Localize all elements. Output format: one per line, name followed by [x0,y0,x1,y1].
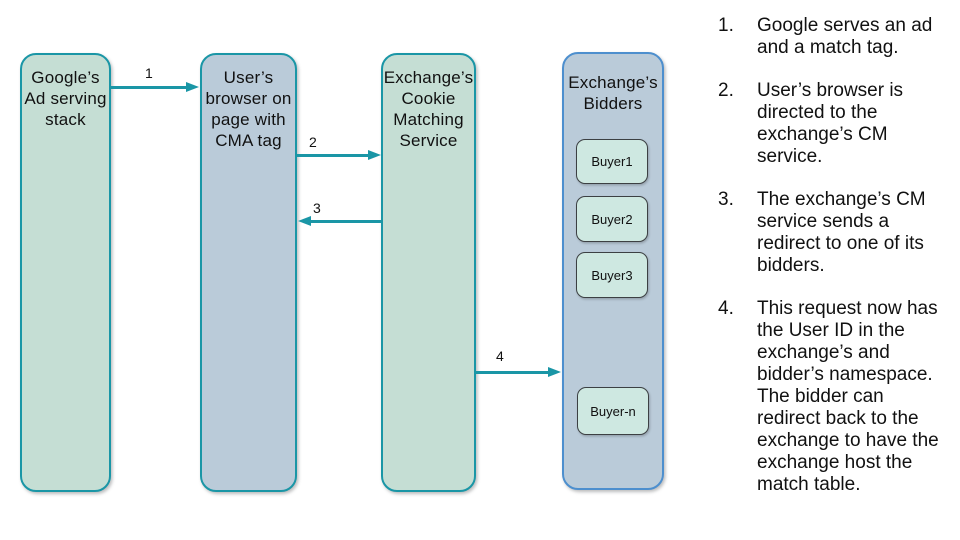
node-google-ad-stack: Google’s Ad serving stack [20,53,111,492]
step-2-text: User’s browser is directed to the exchan… [757,80,904,167]
step-3-text: The exchange’s CM service sends a redire… [757,189,926,276]
steps-list: 1. Google serves an ad and a match tag. … [718,15,950,517]
node-exchange-bidders: Exchange’s Bidders Buyer1 Buyer2 Buyer3 … [562,52,664,490]
step-item-2: 2. User’s browser is directed to the exc… [718,80,950,168]
arrow-step-4-line [476,370,550,374]
step-3-number: 3. [718,189,734,210]
buyer-box-2-label: Buyer2 [591,211,633,227]
arrow-step-4: 4 [476,349,561,378]
arrow-step-3-line [309,219,381,223]
step-item-4: 4. This request now has the User ID in t… [718,298,950,496]
arrow-left-icon [298,216,311,226]
arrow-right-icon [186,82,199,92]
node-cookie-matching-service: Exchange’s Cookie Matching Service [381,53,476,492]
buyer-box-1-label: Buyer1 [591,154,633,169]
step-1-text: Google serves an ad and a match tag. [757,15,933,58]
arrow-step-3-label: 3 [313,200,321,216]
buyer-box-2: Buyer2 [576,196,648,242]
buyer-box-n: Buyer-n [577,387,649,435]
buyer-box-3-label: Buyer3 [591,267,633,283]
arrow-step-3: 3 [298,201,381,227]
arrow-step-1-label: 1 [145,65,153,81]
buyer-box-3: Buyer3 [576,252,648,298]
step-item-1: 1. Google serves an ad and a match tag. [718,15,950,59]
arrow-step-2-label: 2 [309,134,317,150]
step-item-3: 3. The exchange’s CM service sends a red… [718,189,950,277]
step-4-number: 4. [718,298,734,319]
arrow-right-icon [548,367,561,377]
arrow-step-2: 2 [297,135,381,161]
node-exchange-bidders-label: Exchange’s Bidders [568,73,658,113]
arrow-right-icon [368,150,381,160]
buyer-box-1: Buyer1 [576,139,648,184]
node-user-browser-label: User’s browser on page with CMA tag [205,68,292,150]
node-google-ad-stack-label: Google’s Ad serving stack [24,68,107,129]
arrow-step-2-line [297,153,370,157]
node-cookie-matching-service-label: Exchange’s Cookie Matching Service [383,68,474,150]
arrow-step-1-line [111,85,188,89]
step-1-number: 1. [718,15,734,36]
arrow-step-4-label: 4 [496,348,504,364]
buyer-box-n-label: Buyer-n [590,403,636,419]
step-2-number: 2. [718,80,734,101]
node-user-browser: User’s browser on page with CMA tag [200,53,297,492]
arrow-step-1: 1 [111,66,199,93]
step-4-text: This request now has the User ID in the … [757,298,939,495]
